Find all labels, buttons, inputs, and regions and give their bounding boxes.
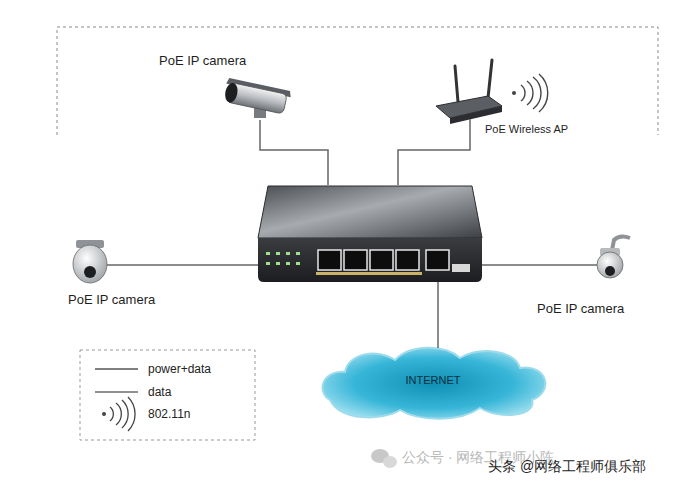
legend-frame [80,350,255,440]
legend-text: power+data [148,362,211,376]
ethernet-ports [316,250,470,275]
legend-border [80,350,255,440]
access-point-node: PoE Wireless AP [430,62,596,140]
wifi-arc [116,403,121,425]
switch-top [258,186,482,238]
poe-switch [258,186,482,282]
icon-bubble [383,456,397,468]
bullet-camera [222,78,292,118]
ap-front [450,106,502,124]
wifi-dot [102,412,106,416]
switch-front [258,238,482,282]
camera-lens [223,82,239,104]
led [266,262,270,265]
network-cable [398,140,470,185]
node-label: PoE Wireless AP [485,122,568,137]
legend-entry: 802.11n [148,406,191,422]
network-cable [482,264,535,266]
led [266,252,270,255]
rj45-port [318,250,341,270]
watermark: 头条 @网络工程师俱乐部 [488,458,646,474]
network-cable [437,282,439,348]
legend-entry: data [148,384,171,400]
legend-wifi-sample [102,397,135,431]
camera-node: PoE IP camera [155,50,290,120]
poe-strip [316,272,422,275]
wifi-arc [122,400,128,428]
camera-dome [73,245,107,283]
legend-text: 802.11n [148,407,191,421]
camera-cable [107,264,192,266]
bullet-camera [222,78,292,115]
wifi-arc [110,407,113,421]
led [296,252,300,255]
camera-dome [597,252,623,278]
led [276,252,280,255]
node-label: PoE IP camera [68,292,155,307]
switch-node [258,185,482,282]
wifi-arc [521,85,525,101]
legend-line-sample [95,368,138,370]
node-label: INTERNET [318,373,548,388]
rj45-port [396,250,419,270]
camera-lens [605,266,615,276]
status-leds [266,252,300,265]
camera-node: PoE IP camera [535,232,657,318]
ap-cable [469,119,471,140]
camera-cable [535,264,597,266]
camera-bracket [612,236,630,250]
legend-text: data [148,385,171,399]
network-cable [192,264,258,266]
wifi-symbol [512,74,548,112]
led [286,252,290,255]
led [286,262,290,265]
led [296,262,300,265]
camera-lens [84,266,96,278]
dashed-boundary [57,27,658,135]
uplink-port [426,250,449,270]
sticker [452,264,470,272]
legend-line-sample [95,392,138,393]
wifi-arc [128,397,135,431]
node-label: PoE IP camera [537,301,624,316]
camera-node: PoE IP camera [60,238,192,310]
network-cable [260,120,328,185]
rj45-port [370,250,393,270]
wifi-arc [527,81,533,105]
antenna [455,66,458,102]
wechat-icon [371,449,397,468]
legend-entry: power+data [148,361,211,377]
wifi-arc [539,74,548,112]
wifi-arc [533,77,541,109]
node-label: PoE IP camera [159,53,246,68]
led [276,262,280,265]
dome-camera [73,240,192,283]
ptz-camera [535,236,630,278]
rj45-port [344,250,367,270]
wifi-dot [512,91,516,95]
cloud-node: INTERNET [318,348,548,414]
antenna [488,60,492,98]
